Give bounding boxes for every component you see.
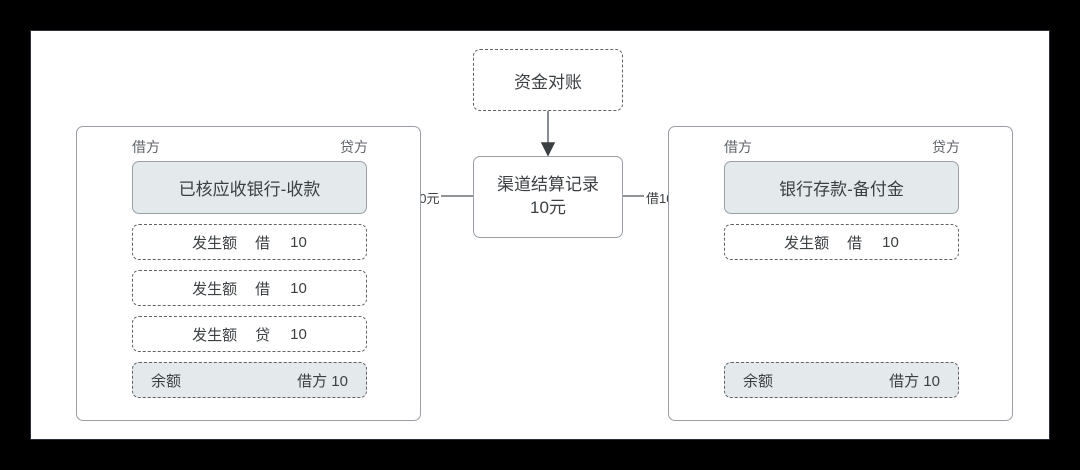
right-ledger-panel: 借方 贷方 银行存款-备付金 发生额 借 10 余额 借方 10	[668, 126, 1013, 421]
diagram-canvas: 资金对账 渠道结算记录 10元 贷10元 借10元 借方 贷方 已核应收银行-收…	[30, 30, 1050, 440]
right-balance-row[interactable]: 余额 借方 10	[724, 362, 959, 398]
left-balance-label: 余额	[151, 372, 182, 390]
node-fund-reconciliation[interactable]: 资金对账	[473, 49, 623, 111]
node-fund-reconciliation-label: 资金对账	[514, 72, 582, 92]
left-entry-1-side: 借	[255, 234, 271, 252]
left-ledger-panel: 借方 贷方 已核应收银行-收款 发生额 借 10 发生额 借 10 发生额 贷 …	[76, 126, 421, 421]
left-account-name: 已核应收银行-收款	[178, 180, 321, 199]
left-entry-1-amount: 10	[290, 233, 307, 251]
right-balance-label: 余额	[743, 372, 774, 390]
left-account-box[interactable]: 已核应收银行-收款	[132, 161, 367, 214]
right-entry-row-1[interactable]: 发生额 借 10	[724, 224, 959, 260]
left-entry-row-1[interactable]: 发生额 借 10	[132, 224, 367, 260]
left-entry-row-3[interactable]: 发生额 贷 10	[132, 316, 367, 352]
left-entry-row-2[interactable]: 发生额 借 10	[132, 270, 367, 306]
left-entry-2-amount: 10	[290, 279, 307, 297]
left-entry-3-label: 发生额	[192, 326, 238, 344]
left-entry-2-label: 发生额	[192, 280, 238, 298]
right-entry-1-side: 借	[847, 234, 863, 252]
left-entry-3-side: 贷	[255, 326, 271, 344]
left-balance-row[interactable]: 余额 借方 10	[132, 362, 367, 398]
right-entry-1-label: 发生额	[784, 234, 830, 252]
right-column-header-debit: 借方	[724, 139, 752, 155]
node-channel-settlement-amount: 10元	[530, 198, 566, 217]
right-column-header-credit: 贷方	[932, 139, 960, 155]
left-column-header-debit: 借方	[132, 139, 160, 155]
right-entry-1-amount: 10	[882, 233, 899, 251]
node-channel-settlement-record[interactable]: 渠道结算记录 10元	[473, 156, 623, 238]
right-balance-value: 借方 10	[889, 372, 940, 390]
left-entry-1-label: 发生额	[192, 234, 238, 252]
left-entry-2-side: 借	[255, 280, 271, 298]
right-account-box[interactable]: 银行存款-备付金	[724, 161, 959, 214]
node-channel-settlement-title: 渠道结算记录	[497, 175, 599, 195]
left-column-header-credit: 贷方	[340, 139, 368, 155]
right-account-name: 银行存款-备付金	[779, 180, 904, 199]
left-balance-value: 借方 10	[297, 372, 348, 390]
left-entry-3-amount: 10	[290, 325, 307, 343]
